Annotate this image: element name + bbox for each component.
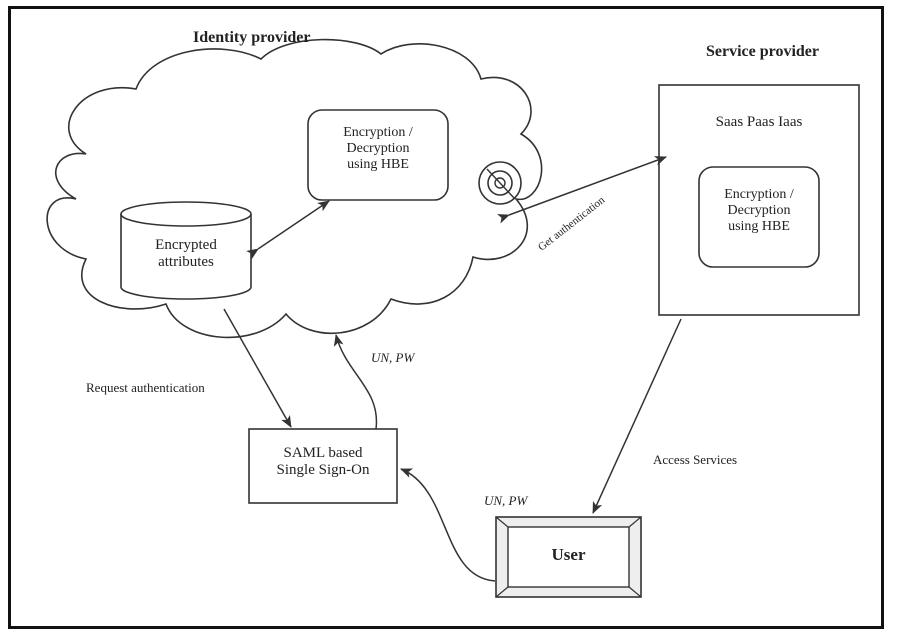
un-pw-bottom-label: UN, PW	[484, 493, 528, 508]
encrypted-attributes-label: Encrypted attributes	[155, 237, 217, 271]
identity-provider-cloud	[46, 38, 543, 339]
encrypted-attributes-database	[120, 201, 252, 300]
user-box	[495, 516, 642, 598]
identity-provider-title: Identity provider	[193, 29, 311, 46]
idp-hbe-label: Encryption / Decryption using HBE	[343, 125, 413, 173]
sso-box	[248, 428, 398, 504]
db-to-hbe-arrow	[246, 200, 330, 260]
sp-hbe-label: Encryption / Decryption using HBE	[724, 187, 794, 235]
request-authentication-arrow	[223, 308, 292, 428]
diagram-canvas	[46, 38, 860, 598]
sso-label: SAML based Single Sign-On	[276, 445, 370, 479]
request-authentication-label: Request authentication	[86, 380, 205, 395]
idp-hbe-box	[307, 109, 449, 201]
service-provider-title: Service provider	[706, 43, 820, 60]
access-services-label: Access Services	[653, 452, 738, 467]
services-label: Saas Paas Iaas	[715, 114, 803, 130]
user-label: User	[551, 545, 586, 564]
access-services-arrow	[592, 318, 682, 514]
get-authentication-arrow	[496, 156, 667, 224]
diagram-frame: Identity provider Service provider Encry…	[8, 6, 884, 629]
sp-hbe-box	[698, 166, 820, 268]
sso-to-idp-arrow	[333, 334, 378, 430]
endpoint-target-icon	[478, 161, 522, 205]
un-pw-top-label: UN, PW	[371, 350, 415, 365]
user-to-sso-arrow	[400, 468, 496, 582]
